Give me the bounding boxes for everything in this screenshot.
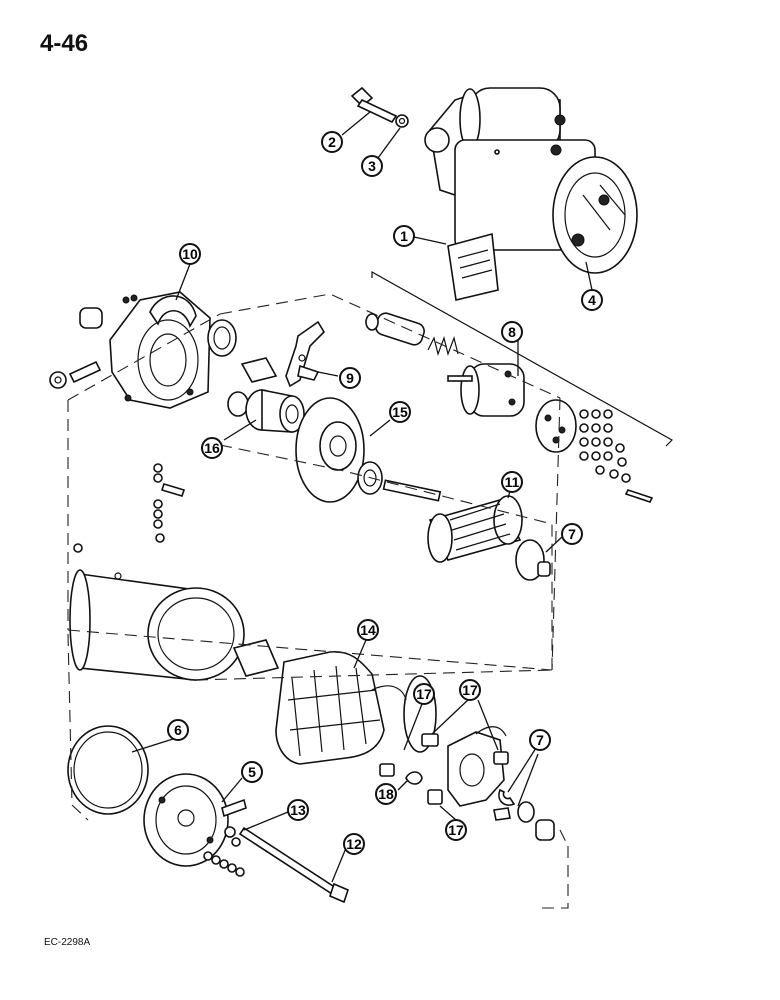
solenoid-group-bracket (371, 270, 673, 447)
solenoid-body (447, 363, 525, 417)
callout-label-17-field: 17 (416, 686, 432, 702)
callout-label-15: 15 (392, 404, 408, 420)
callout-16: 16 (201, 437, 223, 459)
callout-14: 14 (357, 619, 379, 641)
brush-holder-plate (447, 726, 507, 807)
callout-label-4: 4 (588, 292, 596, 308)
callout-7-clips: 7 (529, 729, 551, 751)
leader-lines (131, 111, 593, 883)
callout-2: 2 (321, 131, 343, 153)
callout-3: 3 (361, 155, 383, 177)
shift-lever (285, 320, 326, 388)
callout-9: 9 (339, 367, 361, 389)
callout-label-17-lower: 17 (448, 822, 464, 838)
callout-17-brushes: 17 (459, 679, 481, 701)
page-number: 4-46 (40, 30, 89, 57)
decal (447, 232, 499, 301)
callout-label-7-armature: 7 (568, 526, 576, 542)
callout-13: 13 (287, 799, 309, 821)
seal-ring (207, 319, 237, 357)
callout-label-5: 5 (248, 764, 256, 780)
callout-label-8: 8 (508, 324, 516, 340)
callout-label-17-brushes: 17 (462, 682, 478, 698)
solenoid-spring (427, 335, 459, 357)
solenoid-plunger (365, 312, 425, 346)
callout-17-lower: 17 (445, 819, 467, 841)
callout-label-14: 14 (360, 622, 376, 638)
callout-1: 1 (393, 225, 415, 247)
callout-12: 12 (343, 833, 365, 855)
callout-15: 15 (389, 401, 411, 423)
assembly-guide-lines (67, 293, 569, 909)
solenoid-terminal-hardware (579, 409, 654, 503)
callout-label-13: 13 (290, 802, 306, 818)
callout-label-3: 3 (368, 158, 376, 174)
bolt (350, 86, 398, 124)
drive-pinion (227, 389, 305, 433)
callout-label-2: 2 (328, 134, 336, 150)
commutator-end-cover (143, 773, 229, 867)
brushes (379, 733, 509, 805)
figure-code: EC-2298A (44, 937, 91, 948)
callout-8: 8 (501, 321, 523, 343)
frame-terminal-hardware (73, 463, 186, 553)
brush-spring (405, 771, 423, 785)
callout-6: 6 (167, 719, 189, 741)
field-frame (69, 569, 245, 681)
callout-label-18: 18 (378, 786, 394, 802)
drive-housing-stud (49, 360, 102, 389)
callout-label-16: 16 (204, 440, 220, 456)
callout-5: 5 (241, 761, 263, 783)
callout-7-armature: 7 (561, 523, 583, 545)
callout-17-field: 17 (413, 683, 435, 705)
callout-18: 18 (375, 783, 397, 805)
callout-label-6: 6 (174, 722, 182, 738)
intermediate-bearing (295, 397, 365, 503)
armature (382, 479, 551, 581)
callout-label-12: 12 (346, 836, 362, 852)
nut (395, 114, 409, 128)
through-bolt (238, 826, 349, 904)
solenoid-cover (535, 399, 577, 453)
cover-screw-and-washers (203, 798, 247, 877)
callout-label-7-clips: 7 (536, 732, 544, 748)
commutator-end-seal (67, 725, 149, 815)
drive-end-housing (79, 291, 211, 409)
callout-label-10: 10 (182, 246, 198, 262)
callout-10: 10 (179, 243, 201, 265)
callout-11: 11 (501, 471, 523, 493)
brush-end-clips (493, 788, 555, 841)
callout-4: 4 (581, 289, 603, 311)
callout-label-9: 9 (346, 370, 354, 386)
starter-motor-assembly (424, 87, 638, 274)
callout-label-1: 1 (400, 228, 408, 244)
callout-label-11: 11 (505, 474, 520, 490)
field-coils (232, 639, 437, 765)
lever-pad (240, 357, 278, 383)
